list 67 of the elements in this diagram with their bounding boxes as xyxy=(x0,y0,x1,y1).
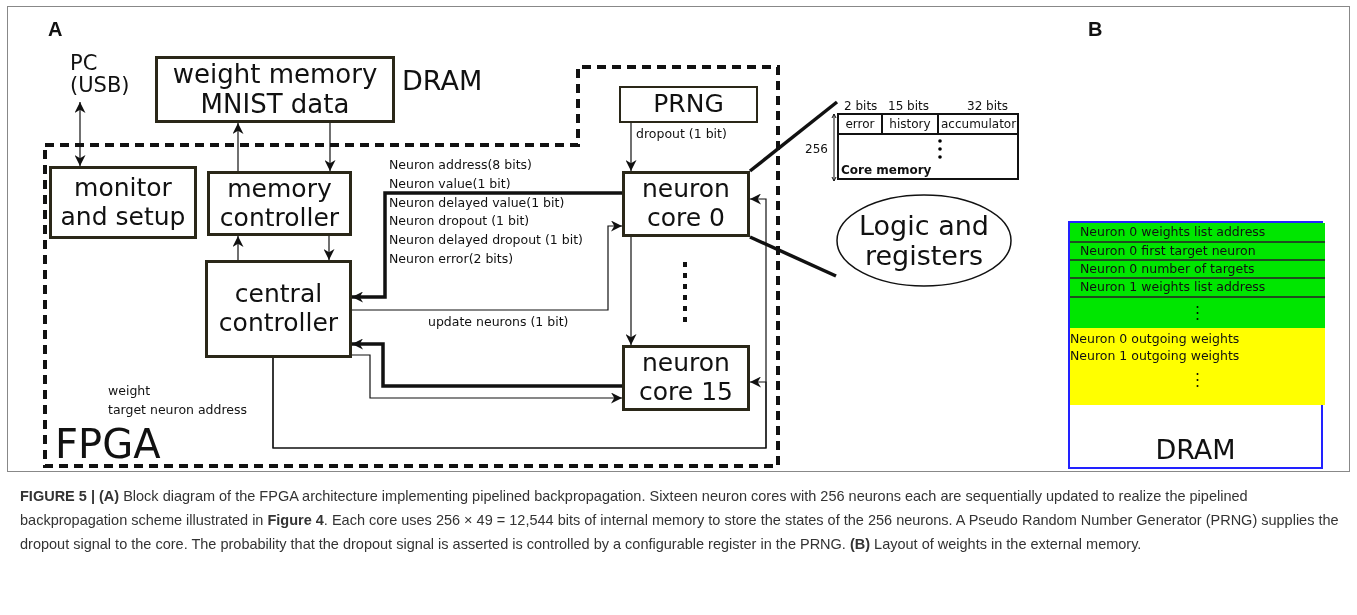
bit-width-label: 15 bits xyxy=(888,99,929,113)
row-label: Neuron 1 outgoing weights xyxy=(1070,347,1241,364)
neuron-core-box xyxy=(622,171,750,237)
memory-row xyxy=(1070,223,1325,243)
bit-width-label: 32 bits xyxy=(967,99,1008,113)
column-header: accumulator xyxy=(940,116,1017,133)
row-label: Neuron 0 first target neuron xyxy=(1080,244,1256,258)
signal-label: Neuron delayed value(1 bit) xyxy=(389,196,565,210)
callout-line xyxy=(749,235,837,278)
arrow xyxy=(351,354,623,404)
box-label: weight memory MNIST data xyxy=(171,59,379,120)
row-label: Neuron 0 weights list address xyxy=(1080,225,1266,239)
signal-label: Neuron delayed dropout (1 bit) xyxy=(389,233,583,247)
weights-region xyxy=(1070,328,1325,405)
arrow xyxy=(625,236,637,346)
arrow xyxy=(272,357,767,449)
memory-label: DRAM xyxy=(402,67,483,94)
edge-label: dropout (1 bit) xyxy=(636,127,727,141)
box-label: central controller xyxy=(217,280,340,338)
arrow xyxy=(352,338,622,388)
column-header: history xyxy=(883,115,939,133)
arrow xyxy=(323,235,335,261)
arrow xyxy=(74,101,86,167)
controller-box xyxy=(205,260,352,358)
box-label: monitor and setup xyxy=(59,173,187,232)
ellipse-label: Logic and registers xyxy=(858,210,990,271)
arrow xyxy=(351,220,623,311)
logic-ellipse xyxy=(836,194,1012,287)
row-label: Neuron 0 number of targets xyxy=(1080,262,1255,276)
arrow xyxy=(352,191,622,303)
signal-label: Neuron value(1 bit) xyxy=(389,177,511,191)
bit-width-label: 256 xyxy=(805,142,828,156)
figure-caption: FIGURE 5 | (A) Block diagram of the FPGA architecture implementing pipelined backpropagation. Sixteen neuron cores with 256 neurons each are sequentially updated to realize the pipelined backpropagation scheme illustrated in Figure 4. Each core uses 256 × 49 = 12,544 bits of internal memory to store the states of the 256 neurons. A Pseudo Random Number Generator (PRNG) supplies the dropout signal to the core. The probability that the dropout signal is asserted is controlled by a configurable register in the PRNG. (B) Layout of weights in the external memory. xyxy=(20,487,1340,554)
box-label: neuron core 0 xyxy=(641,175,731,233)
row-label: Neuron 1 weights list address xyxy=(1080,281,1266,294)
bit-width-label: 2 bits xyxy=(844,99,878,113)
arrow xyxy=(232,122,244,172)
signal-label: weight xyxy=(108,384,151,398)
module-box xyxy=(49,166,197,239)
table-title: Core memory xyxy=(841,163,932,178)
neuron-core-box xyxy=(622,345,750,411)
box-label: PRNG xyxy=(653,90,724,119)
prng-box xyxy=(619,86,758,123)
memory-band xyxy=(1070,298,1325,328)
memory-row xyxy=(1070,243,1325,261)
box-label: neuron core 15 xyxy=(638,349,734,407)
signal-label: Neuron dropout (1 bit) xyxy=(389,214,530,228)
row-label: Neuron 0 outgoing weights xyxy=(1070,330,1241,347)
arrow xyxy=(232,235,244,261)
region-label: FPGA xyxy=(55,424,161,464)
panel-letter: A xyxy=(48,22,63,36)
panel-letter: B xyxy=(1088,22,1103,36)
signal-label: Neuron error(2 bits) xyxy=(389,252,514,266)
signal-label: Neuron address(8 bits) xyxy=(389,158,532,172)
edge-label: update neurons (1 bit) xyxy=(428,315,569,329)
arrow xyxy=(625,122,637,172)
signal-label: target neuron address xyxy=(108,403,248,417)
memory-row xyxy=(1070,279,1325,298)
column-header: error xyxy=(839,115,883,133)
dram-layout-box xyxy=(1068,221,1323,469)
box-label: memory controller xyxy=(218,174,341,233)
memory-row xyxy=(1070,261,1325,279)
arrow xyxy=(324,122,336,172)
callout-line xyxy=(748,100,839,173)
port-label: PC (USB) xyxy=(70,52,131,96)
controller-box xyxy=(207,171,352,236)
memory-label: DRAM xyxy=(1154,436,1237,463)
